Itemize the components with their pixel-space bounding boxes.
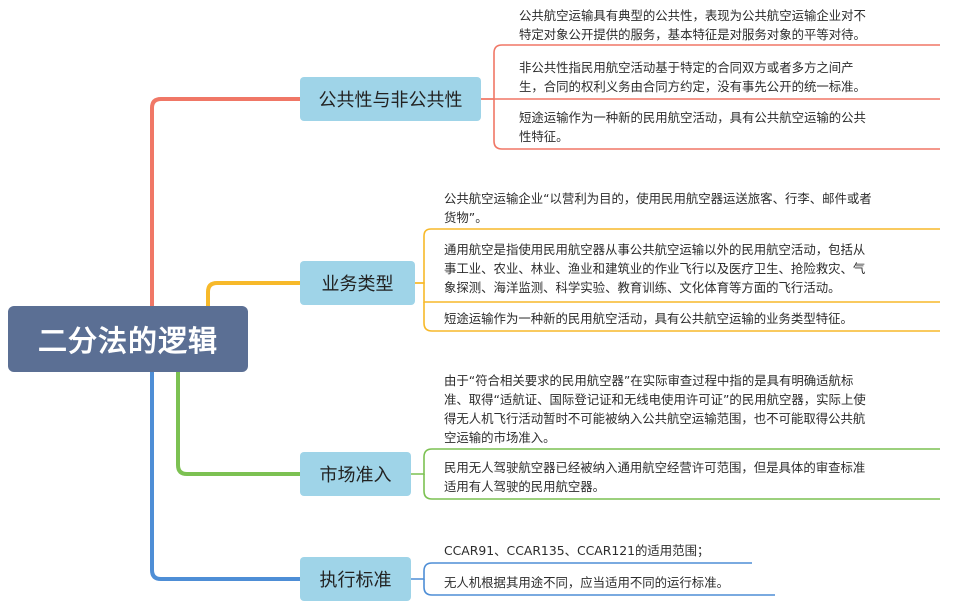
connector-b3-leaf-2: [423, 474, 940, 500]
leaf-topic[interactable]: 非公共性指民用航空活动基于特定的合同双方或者多方之间产 生，合同的权利义务由合同…: [519, 60, 866, 94]
connector-b2-leaf-1: [415, 228, 940, 284]
leaf-topic[interactable]: CCAR91、CCAR135、CCAR121的适用范围；: [444, 543, 710, 558]
leaf-topic[interactable]: 通用航空是指使用民用航空器从事公共航空运输以外的民用航空活动，包括从 事工业、农…: [444, 242, 866, 295]
root-topic[interactable]: 二分法的逻辑: [8, 306, 248, 372]
branch-topic-business-type[interactable]: 业务类型: [300, 261, 415, 305]
leaf-topic[interactable]: 无人机根据其用途不同，应当适用不同的运行标准。: [444, 575, 729, 590]
connector-b2-leaf-2: [415, 282, 940, 303]
connector-root-branch-2: [206, 281, 300, 306]
connector-b3-leaf-1: [411, 448, 940, 475]
connector-b2-leaf-3: [423, 302, 940, 332]
connector-root-branch-4: [150, 372, 300, 581]
leaf-topic[interactable]: 短途运输作为一种新的民用航空活动，具有公共航空运输的公共 性特征。: [519, 110, 866, 144]
leaf-topic[interactable]: 民用无人驾驶航空器已经被纳入通用航空经营许可范围，但是具体的审查标准 适用有人驾…: [444, 460, 866, 494]
connector-b4-leaf-1: [411, 562, 752, 580]
leaf-topic[interactable]: 公共航空运输企业“以营利为目的，使用民用航空器运送旅客、行李、邮件或者 货物”。: [444, 191, 872, 225]
connector-b1-leaf-1: [481, 44, 940, 100]
connector-b1-leaf-3: [493, 99, 940, 150]
branch-topic-public[interactable]: 公共性与非公共性: [300, 77, 481, 121]
branch-topic-market-access[interactable]: 市场准入: [300, 452, 411, 496]
connector-b4-leaf-2: [423, 579, 775, 596]
leaf-topic[interactable]: 公共航空运输具有典型的公共性，表现为公共航空运输企业对不 特定对象公开提供的服务…: [519, 8, 866, 42]
leaf-topic[interactable]: 短途运输作为一种新的民用航空活动，具有公共航空运输的业务类型特征。: [444, 311, 853, 326]
leaf-topic[interactable]: 由于“符合相关要求的民用航空器”在实际审查过程中指的是具有明确适航标 准、取得“…: [444, 373, 866, 445]
branch-topic-standards[interactable]: 执行标准: [300, 557, 411, 601]
connector-root-branch-3: [176, 372, 300, 476]
connector-root-branch-1: [150, 97, 300, 306]
